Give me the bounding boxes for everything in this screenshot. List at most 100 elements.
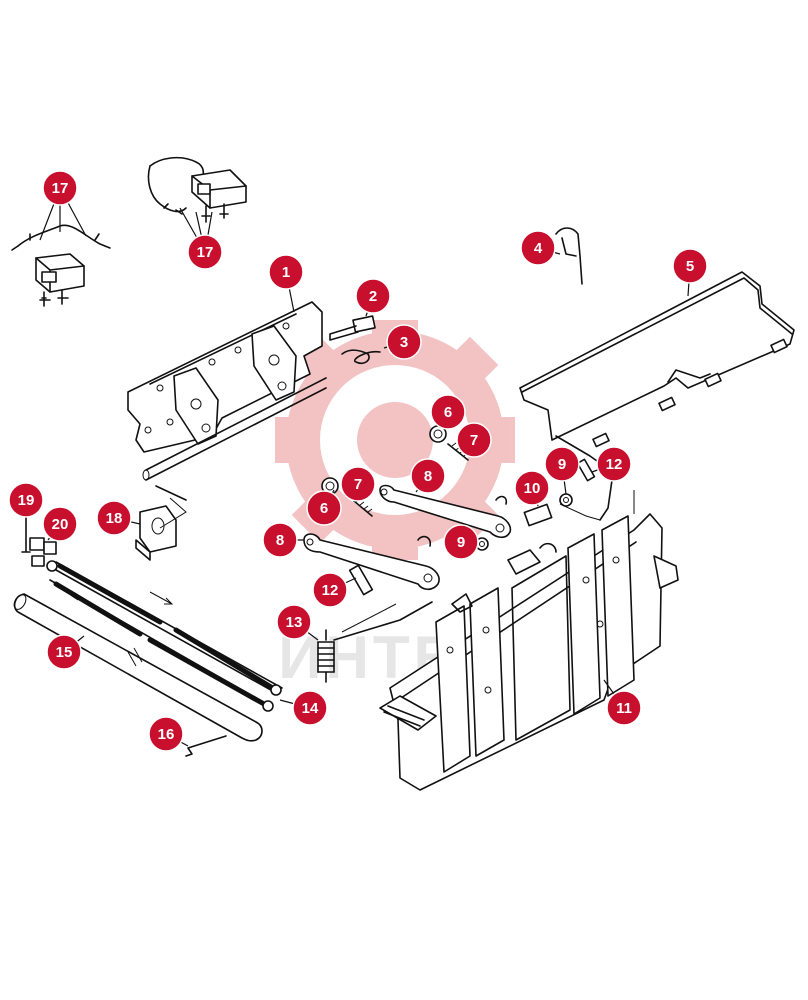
callout-circle bbox=[312, 572, 348, 608]
callout-label: 17 bbox=[52, 180, 69, 197]
callout-17: 17 bbox=[187, 234, 223, 270]
part-tie-rod-upper bbox=[55, 561, 283, 695]
callout-label: 3 bbox=[400, 334, 408, 351]
callout-5: 5 bbox=[672, 248, 708, 284]
callout-8: 8 bbox=[410, 458, 446, 494]
callout-circle bbox=[292, 690, 328, 726]
callout-12: 12 bbox=[596, 446, 632, 482]
callout-circle bbox=[606, 690, 642, 726]
callout-circle bbox=[42, 506, 78, 542]
callout-label: 16 bbox=[158, 726, 175, 743]
callout-18: 18 bbox=[96, 500, 132, 536]
callout-circle bbox=[430, 394, 466, 430]
part-spring-clip bbox=[341, 349, 381, 365]
callout-circle bbox=[410, 458, 446, 494]
callout-label: 1 bbox=[282, 264, 290, 281]
callout-label: 12 bbox=[606, 456, 623, 473]
callout-17: 17 bbox=[42, 170, 78, 206]
part-tie-rod-lower bbox=[49, 579, 267, 707]
callout-label: 17 bbox=[197, 244, 214, 261]
callout-circle bbox=[456, 422, 492, 458]
part-lever-upper bbox=[379, 484, 512, 539]
callout-12: 12 bbox=[312, 572, 348, 608]
callout-4: 4 bbox=[520, 230, 556, 266]
callout-label: 2 bbox=[369, 288, 377, 305]
part-shaft-tube bbox=[13, 593, 263, 742]
callout-label: 9 bbox=[457, 534, 465, 551]
callout-13: 13 bbox=[276, 604, 312, 640]
callout-7: 7 bbox=[456, 422, 492, 458]
callout-label: 9 bbox=[558, 456, 566, 473]
part-mount-bracket-top bbox=[147, 156, 247, 223]
part-rod-nut-end bbox=[262, 684, 282, 712]
callout-label: 14 bbox=[302, 700, 319, 717]
callout-label: 5 bbox=[686, 258, 694, 275]
callout-label: 7 bbox=[354, 476, 362, 493]
callout-label: 4 bbox=[534, 240, 543, 257]
part-bracket-plate bbox=[127, 301, 327, 501]
callout-circle bbox=[672, 248, 708, 284]
callout-circle bbox=[306, 490, 342, 526]
part-rod-pin-upper bbox=[576, 458, 596, 482]
callout-8: 8 bbox=[262, 522, 298, 558]
callout-circle bbox=[340, 466, 376, 502]
callout-11: 11 bbox=[606, 690, 642, 726]
callout-19: 19 bbox=[8, 482, 44, 518]
part-nut-stack bbox=[29, 537, 58, 572]
part-pin bbox=[329, 315, 376, 341]
part-lever-lower bbox=[303, 533, 440, 591]
callout-6: 6 bbox=[306, 490, 342, 526]
part-hook-pin bbox=[555, 227, 583, 285]
callout-label: 8 bbox=[424, 468, 432, 485]
callout-circle bbox=[514, 470, 550, 506]
callout-circle bbox=[443, 524, 479, 560]
callout-10: 10 bbox=[514, 470, 550, 506]
callout-2: 2 bbox=[355, 278, 391, 314]
callout-9: 9 bbox=[443, 524, 479, 560]
callout-label: 6 bbox=[444, 404, 452, 421]
callout-label: 19 bbox=[18, 492, 35, 509]
callout-label: 15 bbox=[56, 644, 73, 661]
callout-14: 14 bbox=[292, 690, 328, 726]
part-mount-bracket-left bbox=[11, 224, 111, 307]
callout-20: 20 bbox=[42, 506, 78, 542]
part-rod-pin-lower bbox=[348, 564, 374, 596]
assembly-lines bbox=[159, 490, 635, 633]
callout-circle bbox=[46, 634, 82, 670]
callout-circle bbox=[8, 482, 44, 518]
callout-circle bbox=[520, 230, 556, 266]
callout-circle bbox=[187, 234, 223, 270]
callout-1: 1 bbox=[268, 254, 304, 290]
callout-circle bbox=[544, 446, 580, 482]
callout-circle bbox=[355, 278, 391, 314]
callout-16: 16 bbox=[148, 716, 184, 752]
callout-label: 12 bbox=[322, 582, 339, 599]
part-spring-stud-upper bbox=[447, 442, 469, 461]
part-coil-spring bbox=[317, 601, 433, 683]
callout-6: 6 bbox=[430, 394, 466, 430]
callout-label: 11 bbox=[616, 700, 632, 717]
callout-circle bbox=[42, 170, 78, 206]
callout-label: 10 bbox=[524, 480, 541, 497]
callout-circle bbox=[148, 716, 184, 752]
callout-15: 15 bbox=[46, 634, 82, 670]
callout-circle bbox=[276, 604, 312, 640]
callout-label: 20 bbox=[52, 516, 69, 533]
callout-circle bbox=[268, 254, 304, 290]
direction-arrows bbox=[70, 591, 174, 607]
callout-3: 3 bbox=[386, 324, 422, 360]
callout-7: 7 bbox=[340, 466, 376, 502]
part-cam-block bbox=[135, 505, 177, 561]
callout-circle bbox=[262, 522, 298, 558]
callout-label: 18 bbox=[106, 510, 123, 527]
callout-label: 6 bbox=[320, 500, 328, 517]
part-cotter-pin bbox=[185, 735, 227, 757]
part-sleeve bbox=[523, 503, 553, 527]
callout-9: 9 bbox=[544, 446, 580, 482]
callout-label: 7 bbox=[470, 432, 478, 449]
callout-circle bbox=[386, 324, 422, 360]
part-cover-panel bbox=[519, 271, 795, 521]
callout-circle bbox=[596, 446, 632, 482]
